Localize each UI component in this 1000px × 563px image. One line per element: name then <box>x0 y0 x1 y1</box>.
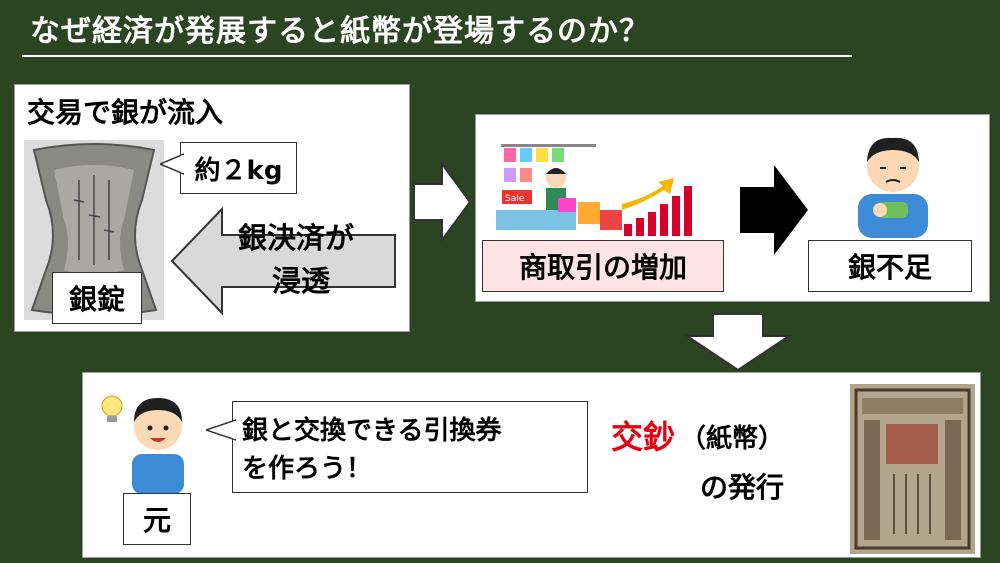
silver-settlement-arrow <box>170 206 396 316</box>
flow-arrow-right <box>413 162 472 242</box>
speech-text-line2: を作ろう！ <box>242 454 373 484</box>
worried-person-illustration <box>858 137 928 238</box>
commerce-increase-label: 商取引の増加 <box>482 240 724 292</box>
speech-text-line1: 銀と交換できる引換券 <box>242 416 502 446</box>
speech-bubble-pointer <box>206 419 236 441</box>
title-underline <box>22 55 852 57</box>
settlement-text-line2: 浸透 <box>272 264 331 298</box>
yuan-label: 元 <box>123 493 191 545</box>
jiaochao-title: 交鈔 <box>611 418 676 456</box>
jiaochao-banknote-image <box>850 384 975 554</box>
flow-arrow-down <box>683 313 793 372</box>
issuance-text: の発行 <box>700 471 785 504</box>
settlement-text-line1: 銀決済が <box>238 221 355 255</box>
page-title: なぜ経済が発展すると紙幣が登場するのか？ <box>30 14 650 49</box>
speech-bubble <box>232 401 588 493</box>
silver-inflow-heading: 交易で銀が流入 <box>27 96 224 129</box>
sale-tag: Sale <box>505 194 525 204</box>
silver-shortage-label: 銀不足 <box>808 240 972 292</box>
paper-money-paren: （紙幣） <box>680 424 785 454</box>
callout-pointer <box>160 153 184 175</box>
idea-person-illustration <box>101 395 184 494</box>
black-arrow-right <box>740 165 808 255</box>
growth-chart-icon <box>622 178 692 236</box>
market-illustration: Sale <box>496 144 622 230</box>
weight-callout: 約２kg <box>180 142 297 194</box>
ingot-label: 銀錠 <box>52 272 142 324</box>
